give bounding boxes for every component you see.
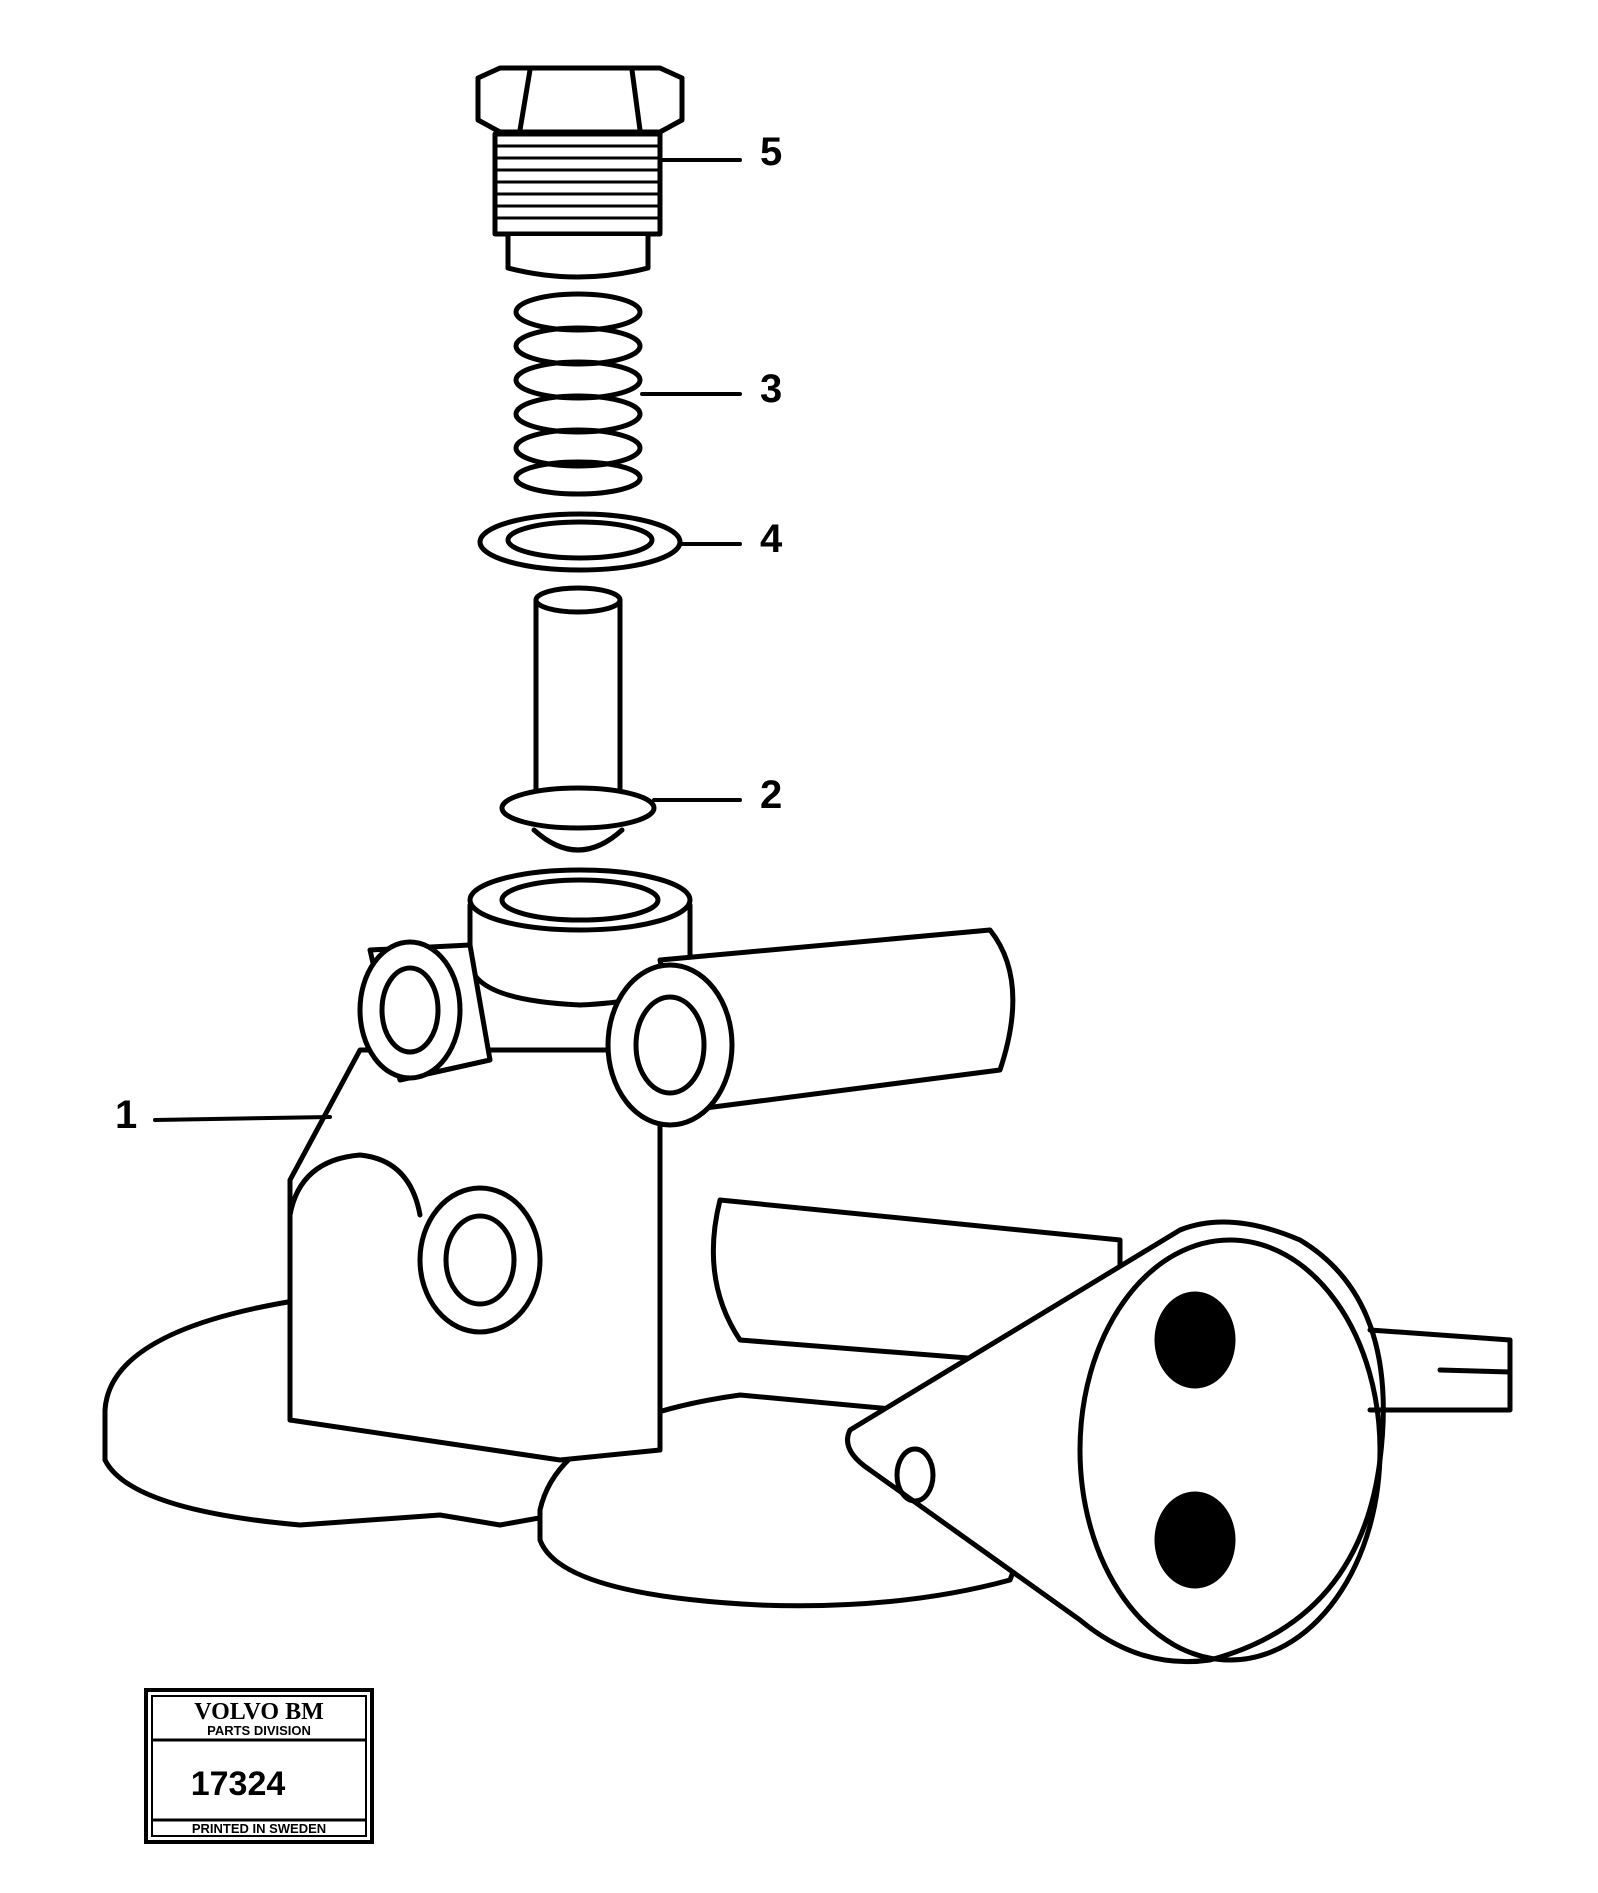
part-1-housing <box>102 867 1513 1665</box>
stamp-printed: PRINTED IN SWEDEN <box>192 1821 326 1836</box>
part-3-spring <box>513 291 643 497</box>
part-4-washer <box>477 511 683 573</box>
parts-division-stamp: VOLVO BM PARTS DIVISION 17324 PRINTED IN… <box>144 1688 374 1844</box>
callout-4: 4 <box>760 517 783 561</box>
callout-1: 1 <box>115 1093 137 1137</box>
part-5-hex-plug <box>475 65 685 280</box>
stamp-division: PARTS DIVISION <box>207 1723 311 1738</box>
callout-5: 5 <box>760 130 782 174</box>
leader-lines <box>153 158 742 1122</box>
stamp-brand: VOLVO BM <box>194 1699 324 1725</box>
callout-3: 3 <box>760 367 782 411</box>
stamp-number: 17324 <box>191 1765 286 1803</box>
callout-2: 2 <box>760 773 782 817</box>
part-2-piston <box>499 585 657 853</box>
